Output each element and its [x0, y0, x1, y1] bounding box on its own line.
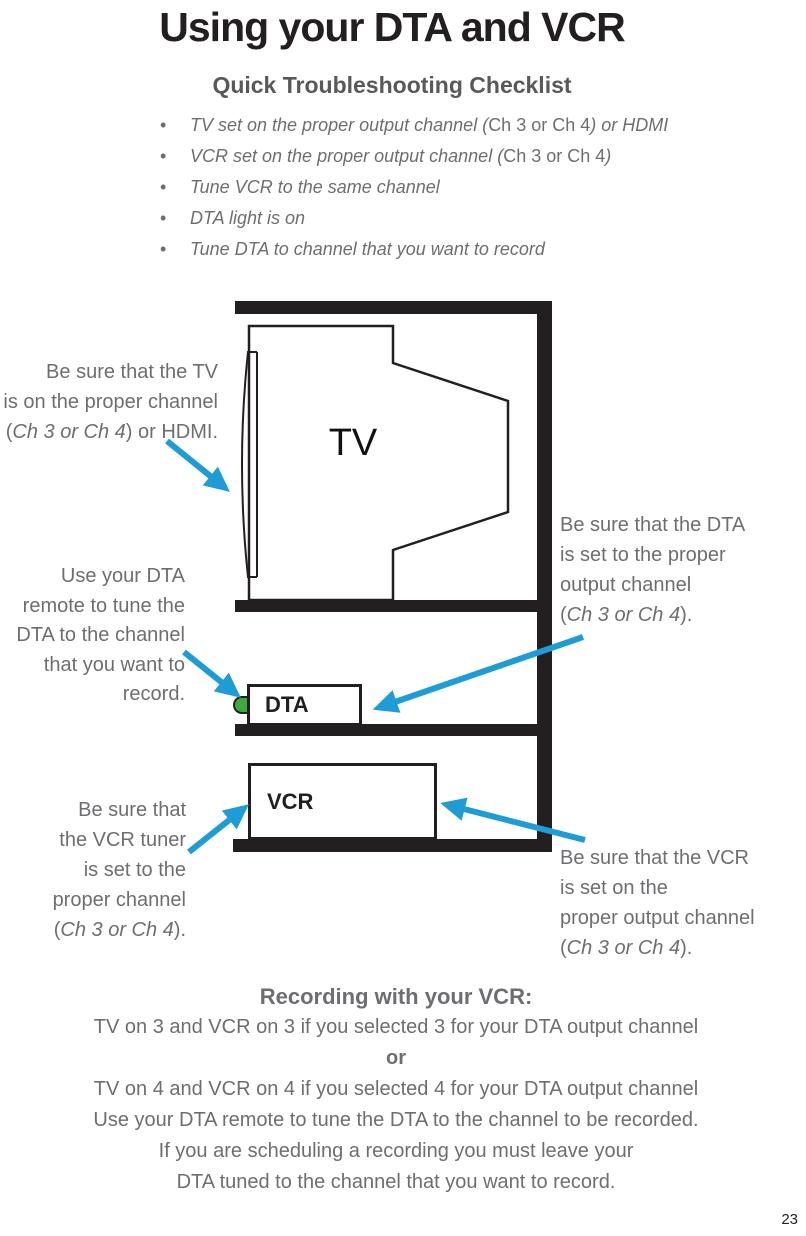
callout-dta-remote: Use your DTA remote to tune the DTA to t…: [16, 562, 185, 710]
vcr-label: VCR: [267, 788, 314, 814]
troubleshooting-checklist: •TV set on the proper output channel (Ch…: [160, 110, 668, 265]
callout-line: proper channel: [52, 889, 186, 911]
checklist-text: DTA light is on: [190, 208, 306, 228]
callout-line: the VCR tuner: [59, 829, 186, 851]
shelf-bottom-bar: [233, 839, 552, 852]
checklist-item: • DTA light is on: [160, 203, 668, 234]
bullet-glyph: •: [160, 177, 167, 197]
checklist-text: Tune VCR to the same channel: [190, 177, 440, 197]
shelf-under-dta: [235, 724, 537, 736]
recording-line: TV on 3 and VCR on 3 if you selected 3 f…: [93, 1016, 699, 1038]
checklist-item: • VCR set on the proper output channel (C…: [160, 141, 668, 172]
tv-screen-curve: [241, 351, 257, 578]
callout-tv: Be sure that the TV is on the proper cha…: [3, 357, 218, 447]
callout-line: Be sure that the TV: [46, 361, 218, 383]
page-title: Using your DTA and VCR: [159, 4, 625, 50]
callout-line: is set on the: [560, 877, 668, 899]
callout-line: output channel: [560, 574, 692, 596]
checklist-item: • TV set on the proper output channel (Ch…: [160, 110, 668, 141]
callout-line: Be sure that: [78, 799, 186, 821]
recording-or: or: [386, 1047, 406, 1069]
callout-line: (Ch 3 or Ch 4).: [560, 937, 693, 959]
callout-line: is on the proper channel: [3, 391, 218, 413]
checklist-text: Tune DTA to channel that you want to rec…: [190, 239, 545, 259]
dta-label: DTA: [265, 692, 309, 717]
bullet-glyph: •: [160, 115, 167, 135]
recording-line: If you are scheduling a recording you mu…: [158, 1140, 634, 1162]
callout-line: DTA to the channel: [16, 624, 185, 646]
recording-section: Recording with your VCR: TV on 3 and VCR…: [0, 981, 792, 1198]
arrow-to-dta-left: [182, 649, 241, 698]
shelf-right-bar: [537, 301, 552, 840]
checklist-text: ): [605, 146, 612, 166]
checklist-item: • Tune VCR to the same channel: [160, 172, 668, 203]
shelf-top-bar: [235, 301, 552, 314]
callout-line: (Ch 3 or Ch 4) or HDMI.: [5, 421, 218, 443]
checklist-text: TV set on the proper output channel (: [190, 115, 489, 135]
dta-box: DTA: [247, 684, 362, 726]
callout-dta-output: Be sure that the DTA is set to the prope…: [560, 510, 745, 630]
bullet-glyph: •: [160, 239, 167, 259]
recording-heading: Recording with your VCR:: [259, 984, 533, 1009]
arrow-to-vcr-right: [440, 797, 586, 843]
callout-line: is set to the proper: [560, 544, 726, 566]
vcr-box: VCR: [248, 763, 437, 840]
section-subtitle: Quick Troubleshooting Checklist: [212, 72, 572, 98]
bullet-glyph: •: [160, 208, 167, 228]
tv-label: TV: [329, 422, 378, 464]
callout-line: is set to the: [83, 859, 186, 881]
callout-line: (Ch 3 or Ch 4).: [53, 919, 186, 941]
recording-line: DTA tuned to the channel that you want t…: [176, 1171, 616, 1193]
shelf-under-tv: [235, 600, 537, 612]
checklist-text-channel: Ch 3 or Ch 4: [488, 115, 591, 135]
callout-line: Be sure that the DTA: [560, 514, 746, 536]
callout-line: remote to tune the: [22, 594, 185, 617]
callout-line: proper output channel: [560, 907, 755, 929]
callout-line: (Ch 3 or Ch 4).: [560, 604, 693, 626]
recording-line: TV on 4 and VCR on 4 if you selected 4 f…: [93, 1078, 699, 1100]
tv-outline: [247, 324, 510, 602]
callout-vcr-tuner: Be sure that the VCR tuner is set to the…: [53, 795, 186, 945]
callout-vcr-output: Be sure that the VCR is set on the prope…: [560, 843, 755, 963]
checklist-text: ) or HDMI: [590, 115, 669, 135]
callout-line: Use your DTA: [60, 565, 185, 587]
arrow-to-dta-right: [372, 634, 584, 713]
checklist-text: VCR set on the proper output channel (: [190, 146, 504, 166]
callout-line: that you want to: [43, 653, 185, 676]
recording-line: Use your DTA remote to tune the DTA to t…: [93, 1109, 699, 1131]
callout-line: record.: [122, 683, 185, 705]
checklist-item: • Tune DTA to channel that you want to re…: [160, 234, 668, 265]
arrow-to-vcr-left: [187, 804, 249, 855]
bullet-glyph: •: [160, 146, 167, 166]
page-number: 23: [781, 1211, 798, 1228]
checklist-text-channel: Ch 3 or Ch 4: [503, 146, 606, 166]
callout-line: Be sure that the VCR: [560, 847, 749, 869]
